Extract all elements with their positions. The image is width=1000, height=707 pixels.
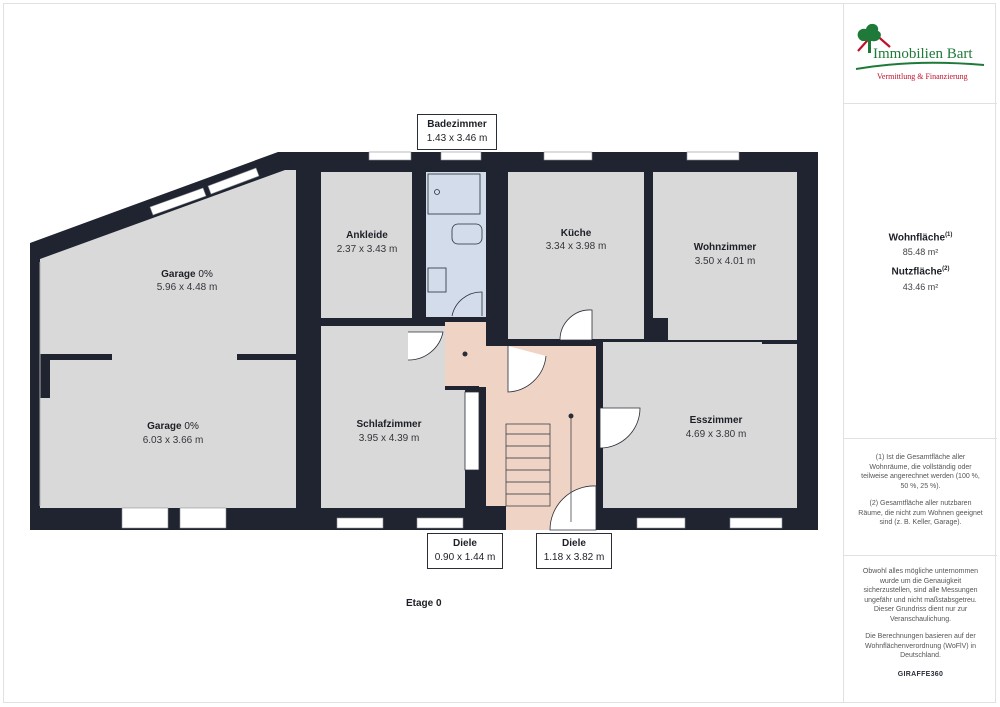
- ankleide-dims: 2.37 x 3.43 m: [337, 244, 398, 255]
- garage-top-dims: 5.96 x 4.48 m: [157, 282, 218, 293]
- diele-large-callout: Diele 1.18 x 3.82 m: [536, 533, 612, 569]
- wohnflaeche-value: 85.48 m²: [902, 247, 939, 258]
- nutzflaeche-value: 43.46 m²: [902, 281, 939, 292]
- company-name: Immobilien Bart: [873, 46, 973, 62]
- garage-bottom-name: Garage 0%: [147, 421, 199, 432]
- door-swing: [507, 346, 547, 393]
- brand-label: GIRAFFE360: [897, 670, 944, 678]
- kueche-floor: [508, 172, 644, 339]
- ankleide-name: Ankleide: [346, 230, 388, 241]
- company-logo: Immobilien Bart Vermittlung & Finanzieru…: [855, 23, 985, 81]
- diele-large-dims: 1.18 x 3.82 m: [543, 552, 605, 563]
- tree-icon: [857, 23, 881, 42]
- wohnzimmer-floor: [653, 172, 797, 340]
- diele-small-dims: 0.90 x 1.44 m: [434, 552, 496, 563]
- bath-fixtures: [427, 173, 483, 317]
- sink: [427, 267, 447, 293]
- diele-hall-floor: [486, 346, 506, 506]
- partition: [644, 318, 668, 342]
- window: [416, 517, 464, 529]
- logo-block: Immobilien Bart Vermittlung & Finanzieru…: [844, 3, 997, 104]
- diele-small-name: Diele: [453, 538, 477, 549]
- window: [440, 151, 482, 161]
- schlafzimmer-name: Schlafzimmer: [356, 419, 421, 430]
- schlafzimmer-floor: [321, 326, 465, 508]
- window: [729, 517, 783, 529]
- garage-bottom-dims: 6.03 x 3.66 m: [143, 435, 204, 446]
- schlafzimmer-dims: 3.95 x 4.39 m: [359, 433, 420, 444]
- wohnzimmer-name: Wohnzimmer: [694, 242, 757, 253]
- esszimmer-name: Esszimmer: [690, 415, 743, 426]
- door-swing: [599, 407, 641, 449]
- disclaimer-block: Obwohl alles mögliche unternommen wurde …: [844, 556, 997, 703]
- window: [368, 151, 412, 161]
- door-swing: [559, 309, 593, 341]
- wohnflaeche-title: Wohnfläche(1): [888, 232, 953, 244]
- ankleide-floor: [321, 172, 412, 318]
- kueche-dims: 3.34 x 3.98 m: [546, 241, 607, 252]
- logo-swoosh: [855, 61, 985, 70]
- footnote-1: (1) Ist die Gesamtfläche aller Wohnräume…: [861, 454, 980, 490]
- page-frame: [3, 3, 996, 703]
- shower: [427, 173, 481, 215]
- bathtub: [451, 223, 483, 245]
- shower-drain: [434, 189, 440, 195]
- window: [686, 151, 740, 161]
- window: [121, 507, 169, 529]
- area-block: Wohnfläche(1) 85.48 m² Nutzfläche(2) 43.…: [844, 104, 997, 439]
- partition: [412, 160, 426, 320]
- garage-floor: [40, 170, 296, 508]
- diele-small-callout: Diele 0.90 x 1.44 m: [427, 533, 503, 569]
- disclaimer-text: Obwohl alles mögliche unternommen wurde …: [862, 568, 979, 623]
- company-tagline: Vermittlung & Finanzierung: [877, 72, 968, 81]
- partition: [644, 160, 653, 340]
- nutzflaeche-title: Nutzfläche(2): [891, 266, 950, 278]
- badezimmer-callout: Badezimmer 1.43 x 3.46 m: [417, 114, 497, 150]
- floor-label: Etage 0: [406, 598, 442, 609]
- window: [636, 517, 686, 529]
- window: [179, 507, 227, 529]
- footnotes-block: (1) Ist die Gesamtfläche aller Wohnräume…: [844, 439, 997, 556]
- esszimmer-dims: 4.69 x 3.80 m: [686, 429, 747, 440]
- door-swing: [549, 485, 597, 531]
- bath-door-swing: [451, 291, 483, 317]
- legal-text: Die Berechnungen basieren auf der Wohnfl…: [864, 633, 977, 659]
- diele-large-name: Diele: [562, 538, 586, 549]
- marker: [568, 413, 574, 419]
- window: [543, 151, 593, 161]
- window: [336, 517, 384, 529]
- kueche-name: Küche: [561, 228, 592, 239]
- partition: [296, 160, 321, 530]
- stair-block: [505, 423, 551, 507]
- footnote-2: (2) Gesamtfläche aller nutzbaren Räume, …: [858, 500, 983, 526]
- partition: [596, 340, 603, 530]
- tree-trunk-icon: [868, 39, 871, 53]
- partition: [321, 318, 445, 326]
- garage-divider: [30, 354, 112, 360]
- doors: [407, 309, 641, 531]
- badezimmer-dims: 1.43 x 3.46 m: [426, 133, 488, 144]
- garage-divider: [237, 354, 296, 360]
- wall-stub: [384, 318, 420, 323]
- marker: [462, 351, 468, 357]
- wall-stub: [762, 340, 797, 344]
- window: [149, 187, 207, 216]
- windows: [121, 151, 783, 529]
- window: [207, 167, 260, 195]
- staircase: [505, 416, 572, 522]
- door-swing: [407, 331, 444, 361]
- partition: [486, 160, 508, 340]
- wohnzimmer-dims: 3.50 x 4.01 m: [695, 256, 756, 267]
- garage-top-name: Garage 0%: [161, 269, 213, 280]
- partition: [445, 386, 465, 390]
- badezimmer-name: Badezimmer: [427, 119, 487, 130]
- door-swing: [464, 391, 480, 471]
- sidebar: Immobilien Bart Vermittlung & Finanzieru…: [843, 3, 997, 703]
